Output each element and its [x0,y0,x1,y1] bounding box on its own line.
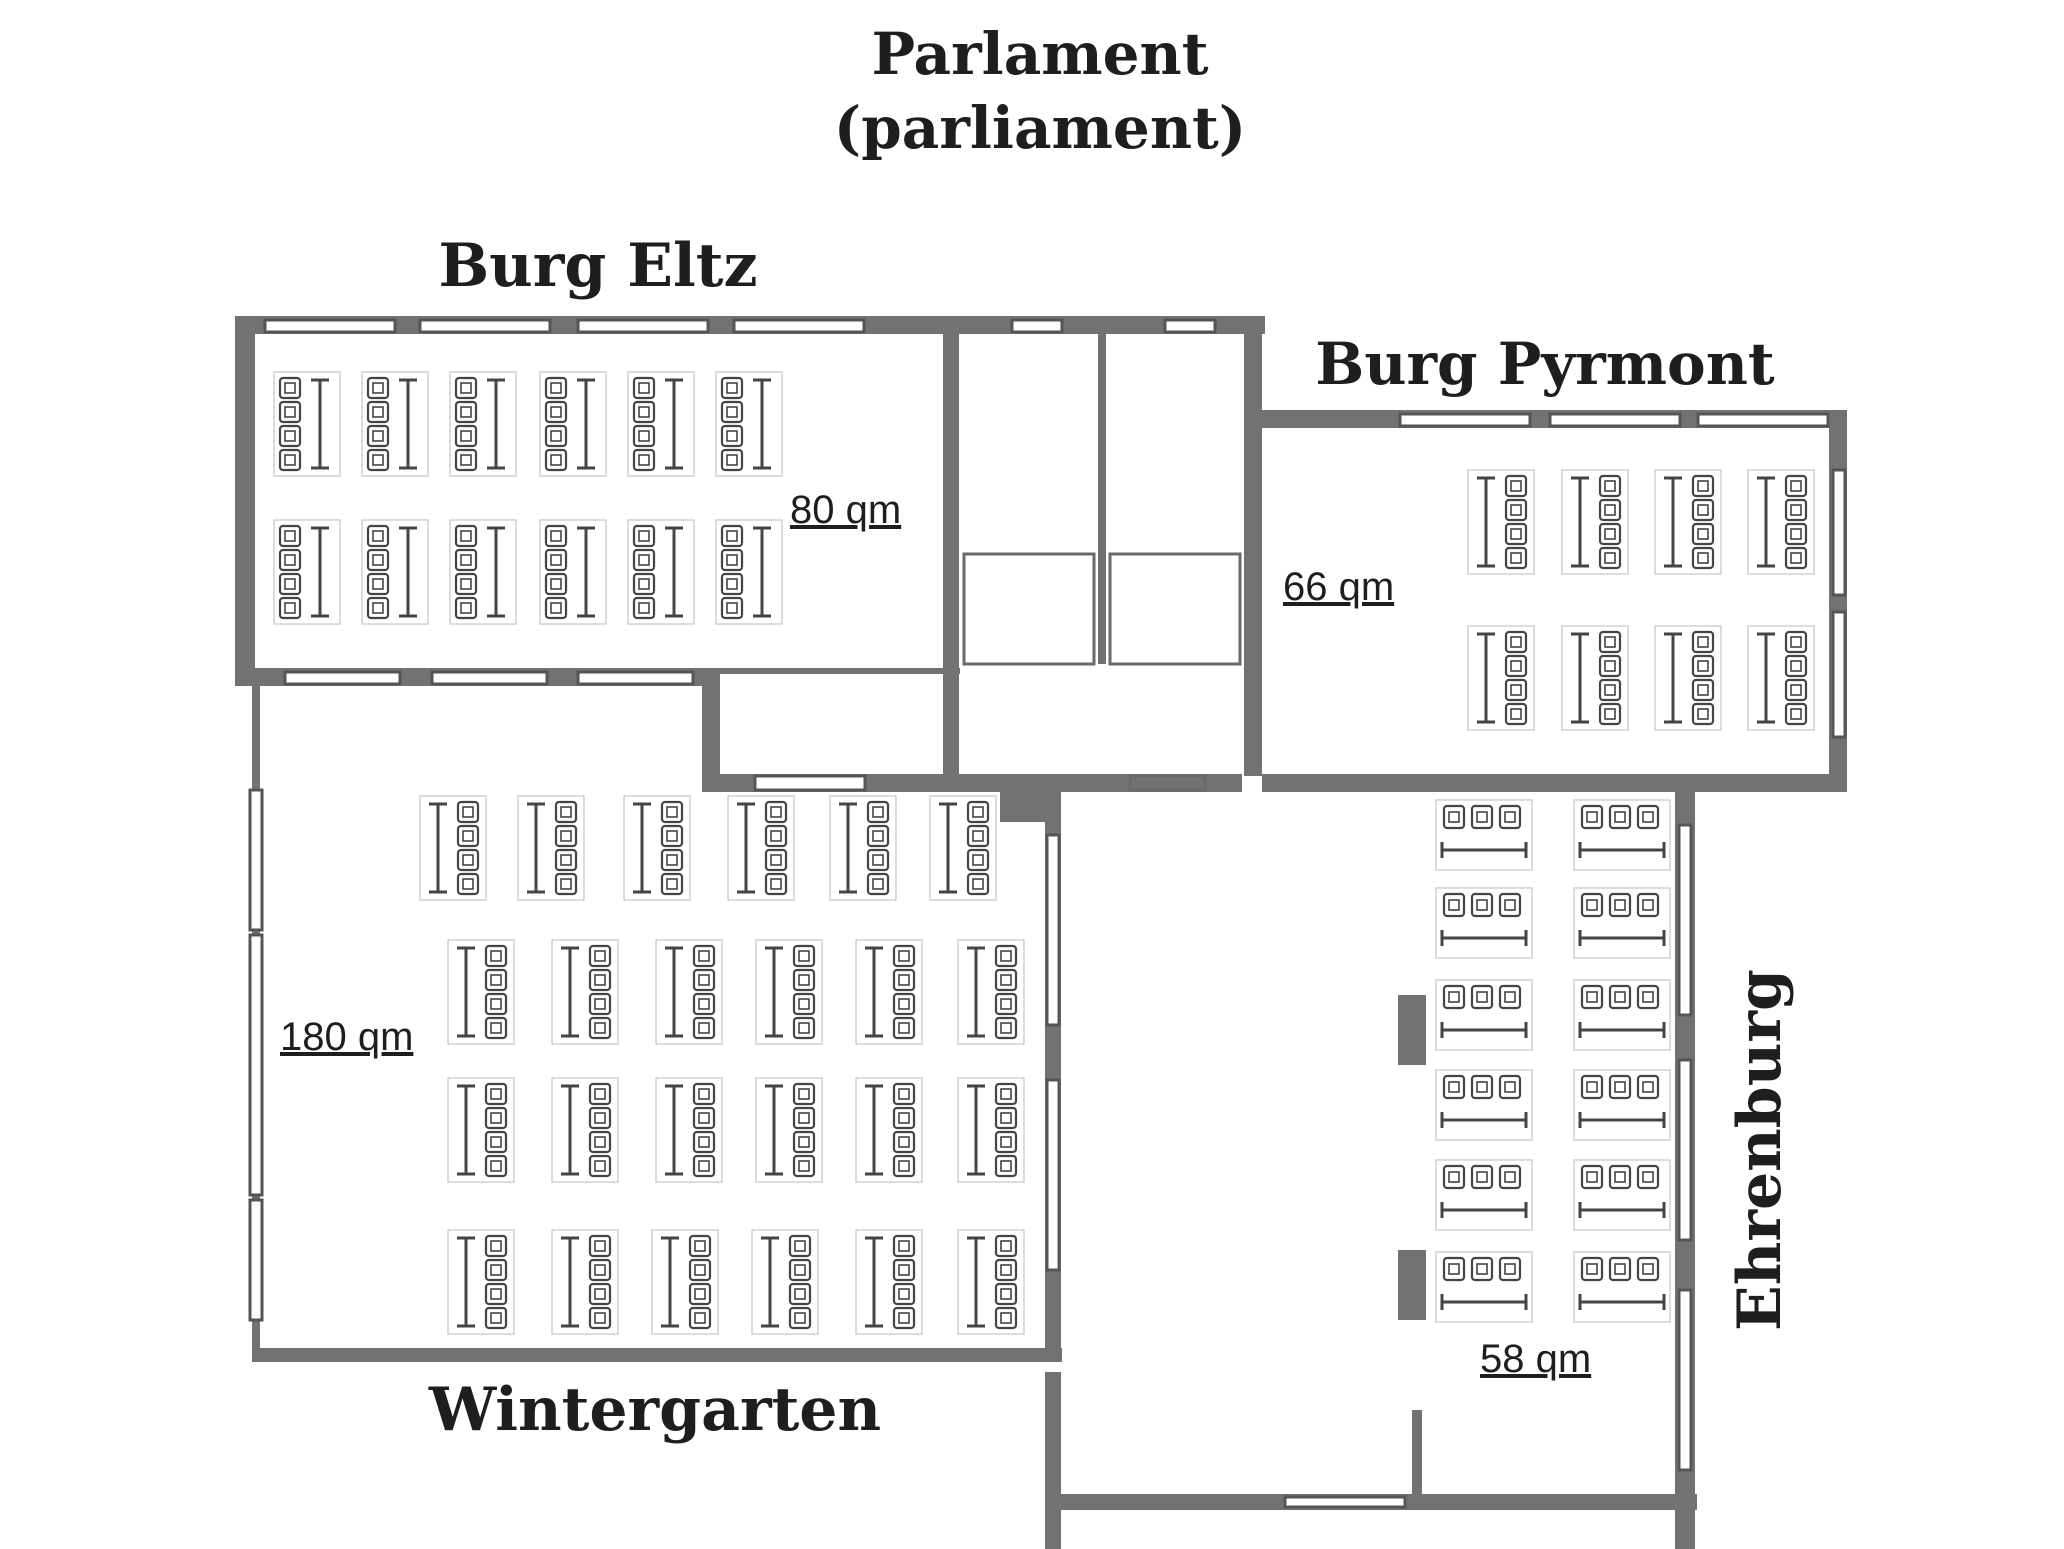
room-label-burg-eltz: Burg Eltz [438,231,757,301]
ehrenburg-desk-10 [1435,1251,1533,1323]
wintergarten-desk-1 [517,795,585,901]
burg-eltz-desk-8 [449,519,517,625]
wintergarten-desk-11 [957,939,1025,1045]
area-label-wintergarten: 180 qm [280,1015,413,1059]
ehrenburg-desk-7 [1573,1069,1671,1141]
wintergarten-desk-10 [855,939,923,1045]
burg-eltz-desk-7 [361,519,429,625]
ehrenburg-desk-3 [1573,887,1671,959]
room-label-wintergarten: Wintergarten [428,1375,881,1445]
burg-eltz-desk-5 [715,371,783,477]
wintergarten-desk-21 [751,1229,819,1335]
wintergarten-desk-13 [551,1077,619,1183]
burg-eltz-desk-1 [361,371,429,477]
burg-pyrmont-desk-4 [1467,625,1535,731]
ehrenburg-desk-4 [1435,979,1533,1051]
burg-eltz-desk-6 [273,519,341,625]
wintergarten-desk-14 [655,1077,723,1183]
burg-eltz-desk-0 [273,371,341,477]
wintergarten-desk-16 [855,1077,923,1183]
wintergarten-desk-6 [447,939,515,1045]
area-label-burg-pyrmont: 66 qm [1283,565,1394,609]
ehrenburg-desk-8 [1435,1159,1533,1231]
wintergarten-desk-17 [957,1077,1025,1183]
burg-pyrmont-desk-2 [1654,469,1722,575]
burg-eltz-desk-11 [715,519,783,625]
wintergarten-desk-15 [755,1077,823,1183]
burg-eltz-desk-2 [449,371,517,477]
wintergarten-desk-12 [447,1077,515,1183]
wintergarten-desk-7 [551,939,619,1045]
ehrenburg-desk-6 [1435,1069,1533,1141]
room-label-ehrenburg: Ehrenburg [1725,969,1795,1331]
burg-eltz-desk-10 [627,519,695,625]
desk-layer [273,371,1815,1335]
wintergarten-desk-9 [755,939,823,1045]
ehrenburg-desk-9 [1573,1159,1671,1231]
burg-pyrmont-desk-6 [1654,625,1722,731]
area-label-ehrenburg: 58 qm [1480,1337,1591,1381]
wintergarten-desk-0 [419,795,487,901]
building-title: Parlament [871,20,1208,88]
wintergarten-desk-3 [727,795,795,901]
ehrenburg-desk-0 [1435,799,1533,871]
windows [248,318,1847,1509]
wintergarten-desk-23 [957,1229,1025,1335]
wintergarten-desk-2 [623,795,691,901]
burg-pyrmont-desk-0 [1467,469,1535,575]
building-subtitle: (parliament) [834,94,1246,162]
wintergarten-desk-18 [447,1229,515,1335]
ehrenburg-desk-5 [1573,979,1671,1051]
ehrenburg-desk-2 [1435,887,1533,959]
ehrenburg-desk-1 [1573,799,1671,871]
burg-pyrmont-desk-3 [1747,469,1815,575]
burg-pyrmont-desk-5 [1561,625,1629,731]
area-label-burg-eltz: 80 qm [790,488,901,532]
wintergarten-desk-8 [655,939,723,1045]
wintergarten-desk-22 [855,1229,923,1335]
burg-eltz-desk-3 [539,371,607,477]
wintergarten-desk-19 [551,1229,619,1335]
ehrenburg-desk-11 [1573,1251,1671,1323]
burg-pyrmont-desk-7 [1747,625,1815,731]
wintergarten-desk-5 [929,795,997,901]
wintergarten-desk-4 [829,795,897,901]
wintergarten-desk-20 [651,1229,719,1335]
burg-pyrmont-desk-1 [1561,469,1629,575]
burg-eltz-desk-9 [539,519,607,625]
room-label-burg-pyrmont: Burg Pyrmont [1315,330,1775,398]
burg-eltz-desk-4 [627,371,695,477]
